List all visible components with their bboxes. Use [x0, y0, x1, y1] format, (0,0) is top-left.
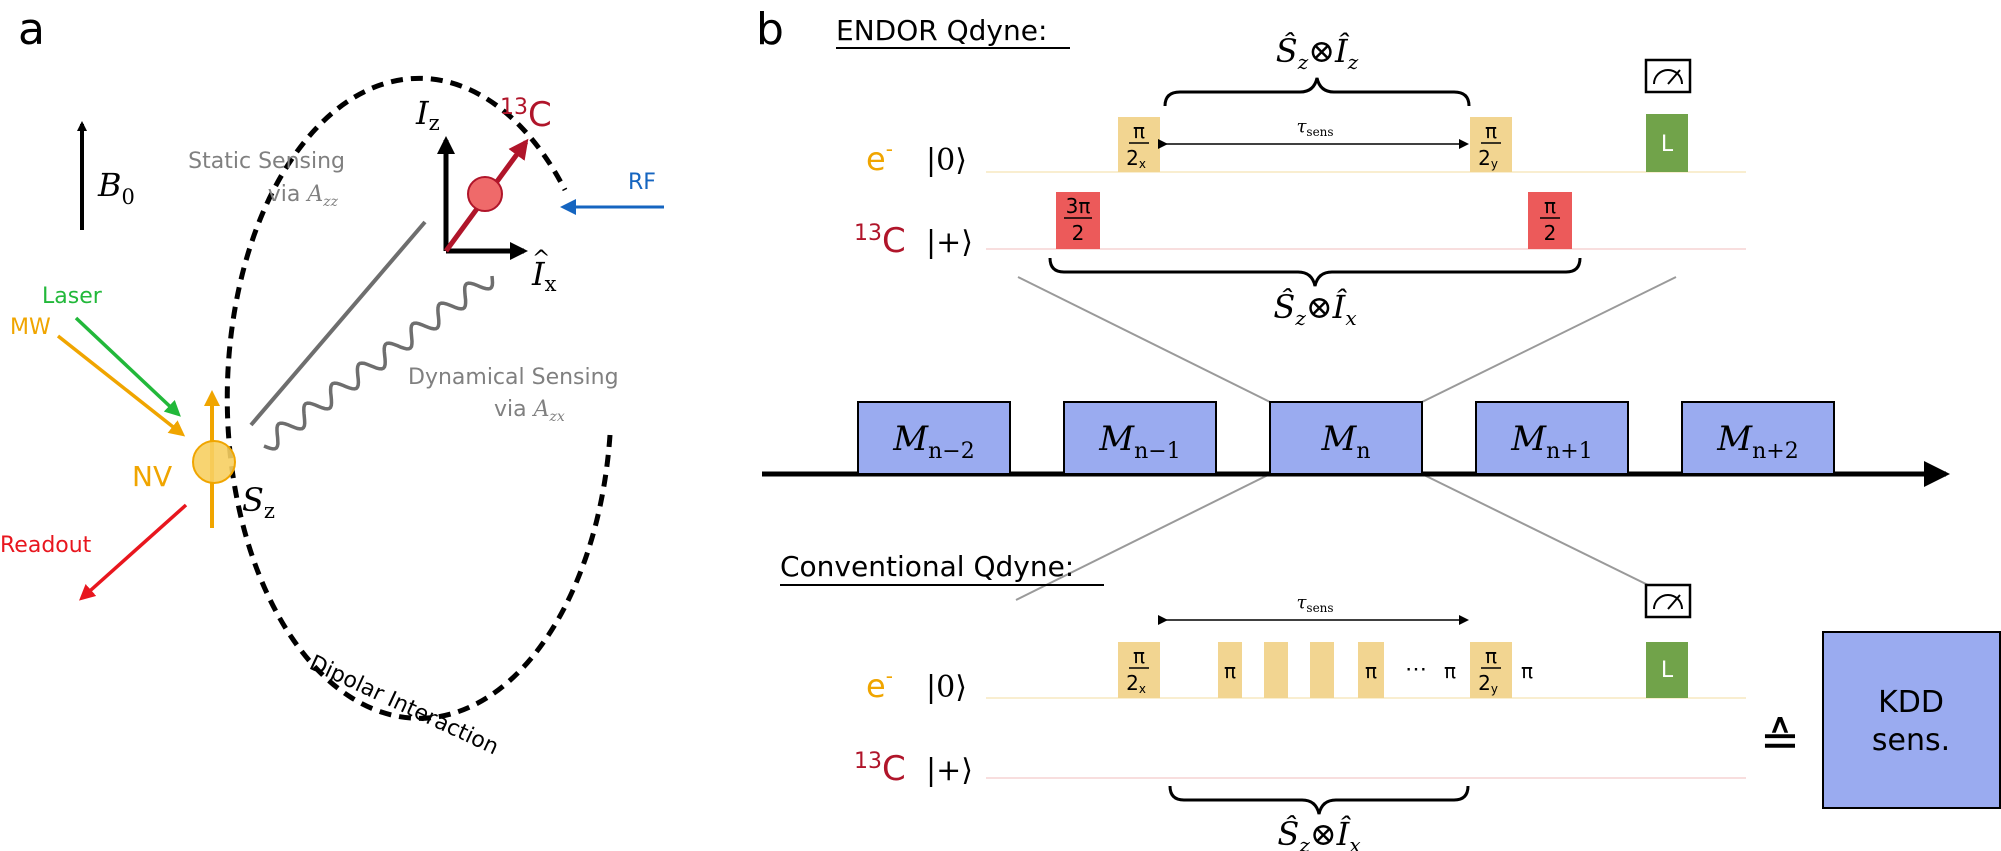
measurement-block-label: Mn+2	[1716, 419, 1798, 464]
svg-text:2y: 2y	[1478, 671, 1498, 696]
svg-text:π: π	[1544, 194, 1556, 218]
ix-label: Ix	[531, 255, 557, 296]
endor-c-label: 13C	[854, 221, 906, 261]
brace-mid	[1048, 257, 1582, 287]
conv-e-label: e-	[866, 664, 893, 705]
conv-e-pulse-first	[1118, 642, 1160, 698]
svg-text:π: π	[1224, 659, 1236, 683]
conv-pi-pulse-3	[1310, 642, 1334, 698]
measurement-block	[1269, 401, 1423, 475]
dipolar-ellipse	[224, 75, 613, 721]
tau-top-label: τsens	[1296, 116, 1333, 139]
measurement-block-label: Mn−2	[892, 419, 974, 464]
b0-label: B0	[97, 166, 135, 209]
conv-c-ket: |+⟩	[926, 753, 973, 788]
static-label-1: Static Sensing	[188, 149, 345, 174]
brace-bottom-label: Ŝz⊗Îx	[1277, 815, 1360, 851]
readout-arrow	[79, 503, 188, 601]
svg-text:L: L	[1661, 132, 1674, 157]
endor-title: ENDOR Qdyne:	[836, 14, 1047, 47]
kdd-block	[1822, 631, 2001, 809]
measurement-block	[857, 401, 1011, 475]
meter-icon-top	[1644, 58, 1692, 94]
svg-text:2: 2	[1544, 221, 1557, 245]
svg-text:π: π	[1365, 659, 1377, 683]
carbon-spin-dot	[467, 176, 503, 212]
endor-e-label: e-	[866, 137, 893, 178]
endor-readout-pulse	[1646, 114, 1688, 172]
brace-top-label: Ŝz⊗Îz	[1276, 32, 1359, 74]
brace-mid-label: Ŝz⊗Îx	[1273, 288, 1356, 330]
endor-c-pulse-2	[1528, 192, 1572, 249]
ix-hat: ^	[532, 247, 550, 272]
svg-text:3π: 3π	[1066, 194, 1091, 218]
panel-a-label: a	[18, 4, 45, 55]
svg-text:2x: 2x	[1126, 146, 1146, 171]
svg-text:π: π	[1444, 659, 1456, 683]
mw-label: MW	[10, 315, 51, 340]
endor-c-pulse-1	[1056, 192, 1100, 249]
measurement-block-label: Mn	[1321, 419, 1371, 464]
svg-text:2: 2	[1072, 221, 1085, 245]
sz-label: Sz	[242, 481, 275, 523]
svg-text:π: π	[1521, 659, 1533, 683]
measurement-block	[1681, 401, 1835, 475]
kdd-line-1: KDD	[1878, 685, 1944, 720]
conv-pi-pulse-1	[1218, 642, 1242, 698]
endor-e-ket: |0⟩	[926, 143, 967, 178]
zoom-line-bottom-left	[1015, 473, 1271, 601]
zoom-line-bottom-right	[1421, 473, 1653, 588]
kdd-line-2: sens.	[1872, 723, 1950, 758]
svg-text:π: π	[1485, 644, 1497, 668]
dynamic-label-2: via Azx	[494, 397, 565, 425]
measurement-block	[1063, 401, 1217, 475]
dipolar-label: Dipolar Interaction	[305, 651, 502, 760]
brace-top	[1163, 77, 1471, 107]
laser-arrow	[74, 316, 181, 417]
svg-text:2x: 2x	[1126, 671, 1146, 696]
conv-e-pulse-last	[1470, 642, 1512, 698]
measurement-block-label: Mn+1	[1510, 419, 1592, 464]
conv-pi-pulse-4	[1358, 642, 1384, 698]
iz-label: Iz	[415, 94, 440, 135]
brace-bottom	[1168, 785, 1470, 815]
laser-label: Laser	[42, 284, 103, 309]
zoom-line-top-right	[1421, 276, 1677, 403]
svg-text:π: π	[1485, 119, 1497, 143]
panel-b-label: b	[756, 4, 784, 55]
conv-c-label: 13C	[854, 749, 906, 789]
static-label-2: via Azz	[268, 182, 339, 210]
panel-b: b ENDOR Qdyne: Ŝz⊗Îz e- |0⟩ π 2x π 2y τs…	[756, 4, 2001, 851]
panel-a: a B0 Dipolar Interaction Static Sensing …	[0, 4, 664, 760]
zoom-line-top-left	[1017, 276, 1271, 403]
endor-e-pulse-2	[1470, 117, 1512, 172]
svg-text:π: π	[1133, 644, 1145, 668]
svg-text:2y: 2y	[1478, 146, 1498, 171]
static-coupling-line	[249, 220, 427, 427]
nv-label: NV	[132, 460, 172, 493]
conv-readout-pulse	[1646, 642, 1688, 698]
conv-dots: ⋯	[1405, 657, 1427, 682]
dynamic-coupling-wave	[263, 275, 495, 451]
carbon-label: 13C	[500, 95, 552, 135]
rf-label: RF	[628, 170, 656, 195]
svg-text:π: π	[1133, 119, 1145, 143]
measurement-block-label: Mn−1	[1098, 419, 1180, 464]
mw-arrow	[56, 334, 186, 437]
conv-title: Conventional Qdyne:	[780, 550, 1074, 583]
dynamic-label-1: Dynamical Sensing	[408, 365, 619, 390]
endor-e-pulse-1	[1118, 117, 1160, 172]
nv-spin-dot	[192, 440, 236, 484]
svg-text:L: L	[1661, 658, 1674, 683]
measurement-blocks: Mn−2 Mn−1 Mn Mn+1 Mn+2	[857, 401, 1835, 475]
conv-pi-pulse-2	[1264, 642, 1288, 698]
tau-bottom-label: τsens	[1296, 592, 1333, 615]
conv-e-ket: |0⟩	[926, 670, 967, 705]
measurement-block	[1475, 401, 1629, 475]
meter-icon-bottom	[1644, 583, 1692, 619]
readout-label: Readout	[0, 533, 92, 558]
endor-c-ket: |+⟩	[926, 225, 973, 260]
equiv-symbol: ≙	[1760, 712, 1800, 768]
